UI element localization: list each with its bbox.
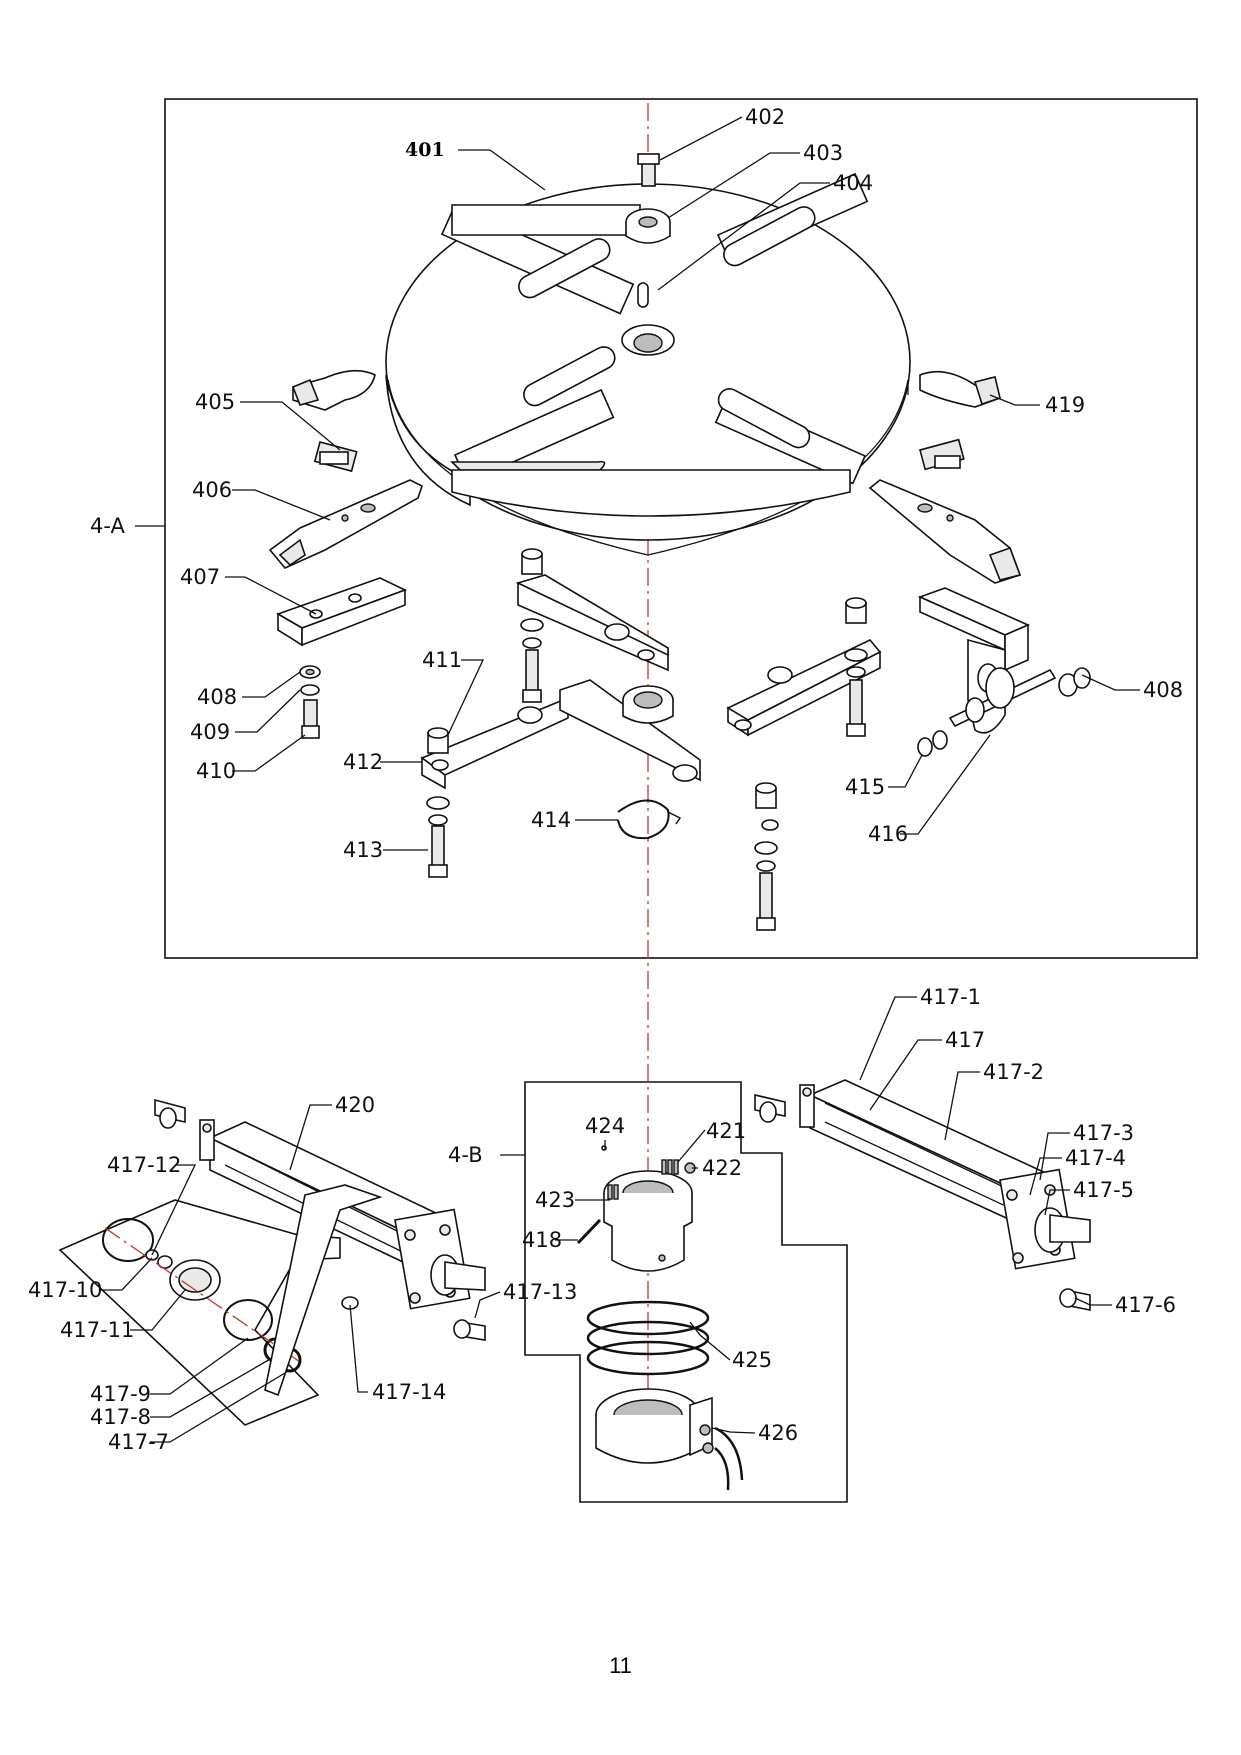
bolt-410 xyxy=(301,699,320,739)
blade-406 xyxy=(268,479,423,569)
part-labels: 401 402 403 404 405 406 407 408 409 410 … xyxy=(28,105,1183,1454)
label-412: 412 xyxy=(343,750,383,774)
label-421: 421 xyxy=(706,1119,746,1143)
bracket-416 xyxy=(917,587,1057,734)
label-423: 423 xyxy=(535,1188,575,1212)
group-4a-frame xyxy=(164,98,1198,959)
label-416: 416 xyxy=(868,822,908,846)
label-411: 411 xyxy=(422,648,462,672)
label-424: 424 xyxy=(585,1114,625,1138)
label-417-6: 417-6 xyxy=(1115,1293,1176,1317)
label-417-1: 417-1 xyxy=(920,985,981,1009)
label-417-9: 417-9 xyxy=(90,1382,151,1406)
label-417-13: 417-13 xyxy=(503,1280,577,1304)
jaw-419 xyxy=(919,370,1002,471)
label-426: 426 xyxy=(758,1421,798,1445)
label-417-8: 417-8 xyxy=(90,1405,151,1429)
bolt-stack-411-top xyxy=(520,548,544,703)
label-420: 420 xyxy=(335,1093,375,1117)
spring-425 xyxy=(586,1300,710,1376)
cross-arm-412 xyxy=(420,574,882,831)
label-403: 403 xyxy=(803,141,843,165)
base-426 xyxy=(595,1388,744,1491)
label-group-4a: 4-A xyxy=(90,514,125,538)
label-406: 406 xyxy=(192,478,232,502)
page-number: 11 xyxy=(609,1653,632,1678)
label-425: 425 xyxy=(732,1348,772,1372)
label-417-4: 417-4 xyxy=(1065,1146,1126,1170)
label-402: 402 xyxy=(745,105,785,129)
label-410: 410 xyxy=(196,759,236,783)
label-408b: 408 xyxy=(1143,678,1183,702)
turntable-401 xyxy=(385,172,911,556)
label-404: 404 xyxy=(833,171,873,195)
bolt-stack-bottom xyxy=(754,782,778,931)
jaw-405 xyxy=(291,369,376,473)
bolt-stack-right xyxy=(844,597,868,737)
label-417-10: 417-10 xyxy=(28,1278,102,1302)
label-401: 401 xyxy=(405,139,445,161)
label-417-2: 417-2 xyxy=(983,1060,1044,1084)
piston-parts xyxy=(102,1184,383,1397)
cylinder-417 xyxy=(754,1079,1091,1311)
label-417-11: 417-11 xyxy=(60,1318,134,1342)
label-417-3: 417-3 xyxy=(1073,1121,1134,1145)
label-408a: 408 xyxy=(197,685,237,709)
group-4b-frame xyxy=(524,1081,848,1503)
label-417: 417 xyxy=(945,1028,985,1052)
label-405: 405 xyxy=(195,390,235,414)
hub-assembly-421-423 xyxy=(576,1145,696,1272)
label-417-5: 417-5 xyxy=(1073,1178,1134,1202)
label-group-4b: 4-B xyxy=(448,1143,483,1167)
bolt-stack-413 xyxy=(426,727,450,878)
label-422: 422 xyxy=(702,1156,742,1180)
screw-402 xyxy=(637,153,660,187)
washer-403 xyxy=(625,208,671,244)
label-414: 414 xyxy=(531,808,571,832)
label-419: 419 xyxy=(1045,393,1085,417)
blade-406-right xyxy=(868,479,1022,584)
label-417-12: 417-12 xyxy=(107,1153,181,1177)
label-409: 409 xyxy=(190,720,230,744)
label-415: 415 xyxy=(845,775,885,799)
snap-ring-414 xyxy=(617,799,682,840)
washer-409 xyxy=(300,684,320,696)
pin-415 xyxy=(917,667,1091,757)
leader-lines xyxy=(100,116,1140,1443)
label-417-7: 417-7 xyxy=(108,1430,169,1454)
label-417-14: 417-14 xyxy=(372,1380,446,1404)
washer-408 xyxy=(299,665,321,679)
label-418: 418 xyxy=(522,1228,562,1252)
label-413: 413 xyxy=(343,838,383,862)
label-407: 407 xyxy=(180,565,220,589)
plate-407 xyxy=(276,577,408,647)
